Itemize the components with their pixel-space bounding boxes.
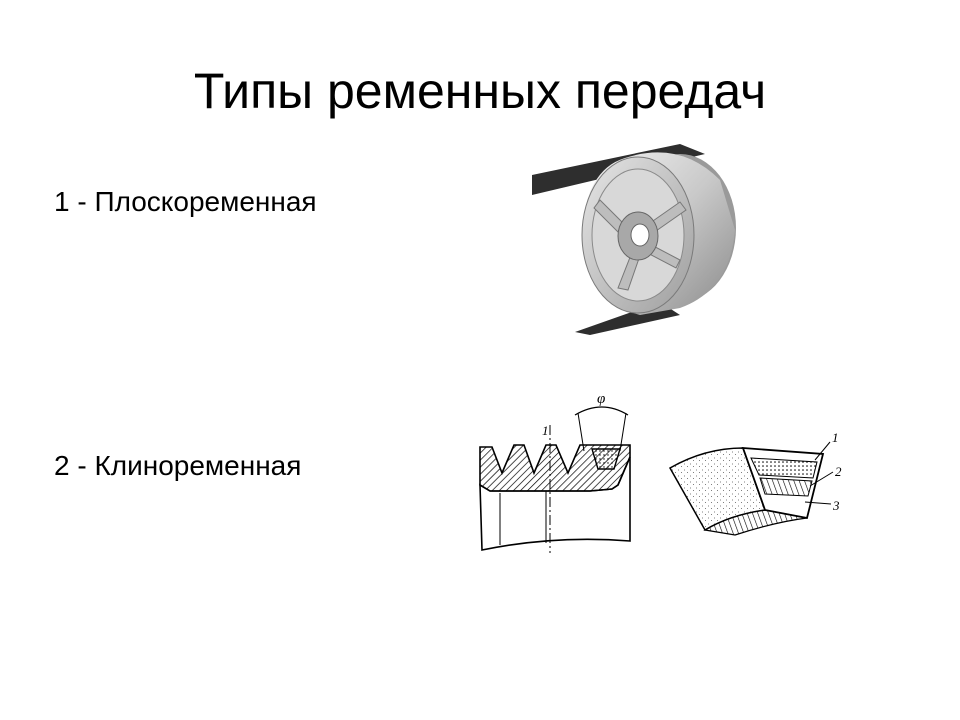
v-groove-pulley-section-drawing: φ 1 xyxy=(479,391,631,553)
callout-2: 2 xyxy=(835,464,842,479)
callout-leader-1 xyxy=(814,441,831,461)
v-belt-section-drawing: 1 2 3 xyxy=(668,430,842,536)
callout-leader-2 xyxy=(809,471,834,487)
callout-leader-3 xyxy=(804,501,832,505)
slide-title: Типы ременных передач xyxy=(193,63,767,119)
belt-layer-3 xyxy=(703,509,808,536)
item-v-belt: 2 - Клиноременная xyxy=(54,450,302,481)
pulley-body-outline xyxy=(479,456,631,551)
belt-layer-2 xyxy=(759,477,813,497)
pulley-bore xyxy=(630,223,650,247)
callout-1: 1 xyxy=(832,430,839,445)
callout-3: 3 xyxy=(832,498,840,513)
item-flat-belt: 1 - Плоскоременная xyxy=(54,186,317,217)
axis-label: 1 xyxy=(542,423,549,438)
flat-belt-pulley-illustration xyxy=(532,144,736,335)
belt-in-groove xyxy=(591,448,621,470)
angle-arc xyxy=(574,406,629,416)
angle-label: φ xyxy=(597,391,605,407)
belt-layer-1 xyxy=(750,457,818,479)
